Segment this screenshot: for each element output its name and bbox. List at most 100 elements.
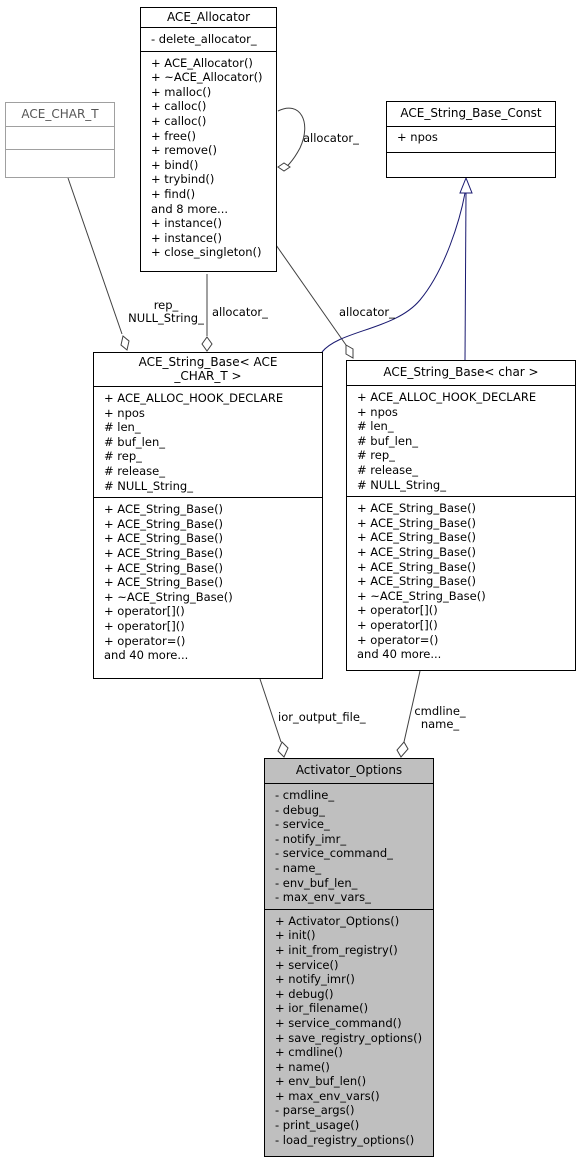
method-item: + ACE_String_Base() (357, 530, 477, 545)
method-item: + init() (275, 928, 316, 943)
class-title-line: _CHAR_T > (174, 369, 242, 383)
attribute-item: - debug_ (275, 802, 325, 817)
edge-label-cmdline-name: cmdline_ name_ (404, 705, 476, 731)
attribute-item: # release_ (104, 463, 165, 478)
method-more-item[interactable]: and 40 more... (104, 648, 189, 663)
edge-label-allocator-self: allocator_ (303, 131, 359, 145)
method-item: + operator[]() (104, 618, 185, 633)
method-item: + ACE_Allocator() (151, 55, 253, 70)
method-more-item[interactable]: and 8 more... (151, 201, 229, 216)
edge-char-t-to-template (67, 177, 123, 335)
attribute-item: - cmdline_ (275, 788, 335, 802)
method-item: + calloc() (151, 99, 207, 114)
diamond-allocator-char (345, 344, 354, 359)
edge-label-line: cmdline_ (414, 704, 466, 718)
diamond-allocator-template (201, 336, 213, 352)
class-activator-options[interactable]: Activator_Options - cmdline_ - debug_ - … (264, 758, 434, 1157)
method-more-item[interactable]: and 40 more... (357, 647, 442, 662)
methods-section: + ACE_Allocator() + ~ACE_Allocator() + m… (141, 50, 276, 264)
method-item: + ~ACE_String_Base() (357, 588, 486, 603)
class-ace-string-base-const[interactable]: ACE_String_Base_Const + npos (386, 101, 556, 178)
method-item: + max_env_vars() (275, 1088, 380, 1103)
method-item: + ACE_String_Base() (104, 560, 224, 575)
method-item: + operator[]() (357, 603, 438, 618)
class-ace-allocator[interactable]: ACE_Allocator - delete_allocator_ + ACE_… (140, 7, 277, 272)
attributes-section: - delete_allocator_ (141, 27, 276, 51)
attribute-item: + ACE_ALLOC_HOOK_DECLARE (357, 390, 537, 404)
method-item: + trybind() (151, 172, 215, 187)
method-item: + malloc() (151, 84, 212, 99)
edge-allocator-self-loop (277, 107, 306, 169)
method-item: + init_from_registry() (275, 942, 398, 957)
attribute-item: - service_command_ (275, 846, 393, 861)
class-title: ACE_Allocator (166, 10, 251, 24)
class-title: ACE_CHAR_T (21, 107, 99, 121)
class-ace-string-base-template[interactable]: ACE_String_Base< ACE _CHAR_T > + ACE_ALL… (93, 352, 323, 679)
edge-label-allocator-char: allocator_ (339, 305, 395, 319)
method-item: - load_registry_options() (275, 1132, 415, 1147)
attributes-section: + ACE_ALLOC_HOOK_DECLARE + npos # len_ #… (94, 386, 322, 497)
edge-label-rep-null-string: rep_ NULL_String_ (112, 299, 220, 325)
method-item: - print_usage() (275, 1118, 360, 1133)
methods-section: + ACE_String_Base() + ACE_String_Base() … (94, 497, 322, 667)
method-item: + operator=() (357, 632, 439, 647)
methods-section: + ACE_String_Base() + ACE_String_Base() … (347, 496, 575, 666)
diamond-cmdline-name (396, 741, 409, 758)
attribute-item: # len_ (357, 419, 394, 434)
inheritance-arrowhead (459, 176, 473, 194)
method-item: + ACE_String_Base() (104, 575, 224, 590)
method-item: + instance() (151, 216, 222, 231)
attribute-item: + npos (357, 404, 398, 419)
attribute-item: # rep_ (357, 448, 395, 463)
method-item: + operator=() (104, 633, 186, 648)
class-ace-string-base-char[interactable]: ACE_String_Base< char > + ACE_ALLOC_HOOK… (346, 360, 576, 671)
diamond-allocator-self (277, 162, 291, 172)
method-item: + service() (275, 957, 339, 972)
edge-label-line: NULL_String_ (128, 311, 204, 325)
edge-template-inherits-const (321, 192, 466, 353)
attributes-section (6, 126, 114, 149)
edge-allocator-to-char (275, 244, 347, 346)
method-item: + instance() (151, 230, 222, 245)
method-item: + ACE_String_Base() (357, 515, 477, 530)
method-item: + ACE_String_Base() (104, 502, 224, 517)
edge-char-inherits-const (464, 192, 467, 361)
attribute-item: - max_env_vars_ (275, 890, 371, 905)
method-item: + find() (151, 186, 196, 201)
attribute-item: - delete_allocator_ (151, 32, 257, 46)
method-item: + Activator_Options() (275, 913, 400, 928)
methods-section (387, 152, 555, 176)
method-item: + env_buf_len() (275, 1074, 367, 1089)
edge-label-allocator-template: allocator_ (212, 305, 268, 319)
method-item: + ~ACE_String_Base() (104, 589, 233, 604)
method-item: + free() (151, 128, 196, 143)
attribute-item: + ACE_ALLOC_HOOK_DECLARE (104, 391, 284, 405)
edge-label-line: rep_ (153, 298, 179, 312)
methods-section: + Activator_Options() + init() + init_fr… (265, 908, 433, 1152)
method-item: + remove() (151, 143, 217, 158)
method-item: + ~ACE_Allocator() (151, 70, 263, 85)
method-item: + operator[]() (357, 617, 438, 632)
class-title: ACE_String_Base_Const (400, 106, 542, 120)
method-item: + calloc() (151, 113, 207, 128)
method-item: + service_command() (275, 1015, 402, 1030)
attributes-section: + npos (387, 126, 555, 152)
attribute-item: # buf_len_ (357, 433, 418, 448)
class-ace-char-t[interactable]: ACE_CHAR_T (5, 102, 115, 178)
method-item: + name() (275, 1059, 330, 1074)
attributes-section: + ACE_ALLOC_HOOK_DECLARE + npos # len_ #… (347, 385, 575, 496)
edge-label-ior-output-file: ior_output_file_ (278, 710, 366, 724)
method-item: + ACE_String_Base() (104, 545, 224, 560)
attribute-item: + npos (104, 405, 145, 420)
method-item: + save_registry_options() (275, 1030, 423, 1045)
method-item: + ACE_String_Base() (357, 501, 477, 516)
method-item: + ACE_String_Base() (104, 531, 224, 546)
method-item: + ACE_String_Base() (104, 516, 224, 531)
attribute-item: - name_ (275, 860, 322, 875)
method-item: + close_singleton() (151, 245, 262, 260)
method-item: + notify_imr() (275, 972, 355, 987)
attribute-item: - service_ (275, 817, 330, 832)
method-item: + ACE_String_Base() (357, 574, 477, 589)
attribute-item: - notify_imr_ (275, 831, 347, 846)
